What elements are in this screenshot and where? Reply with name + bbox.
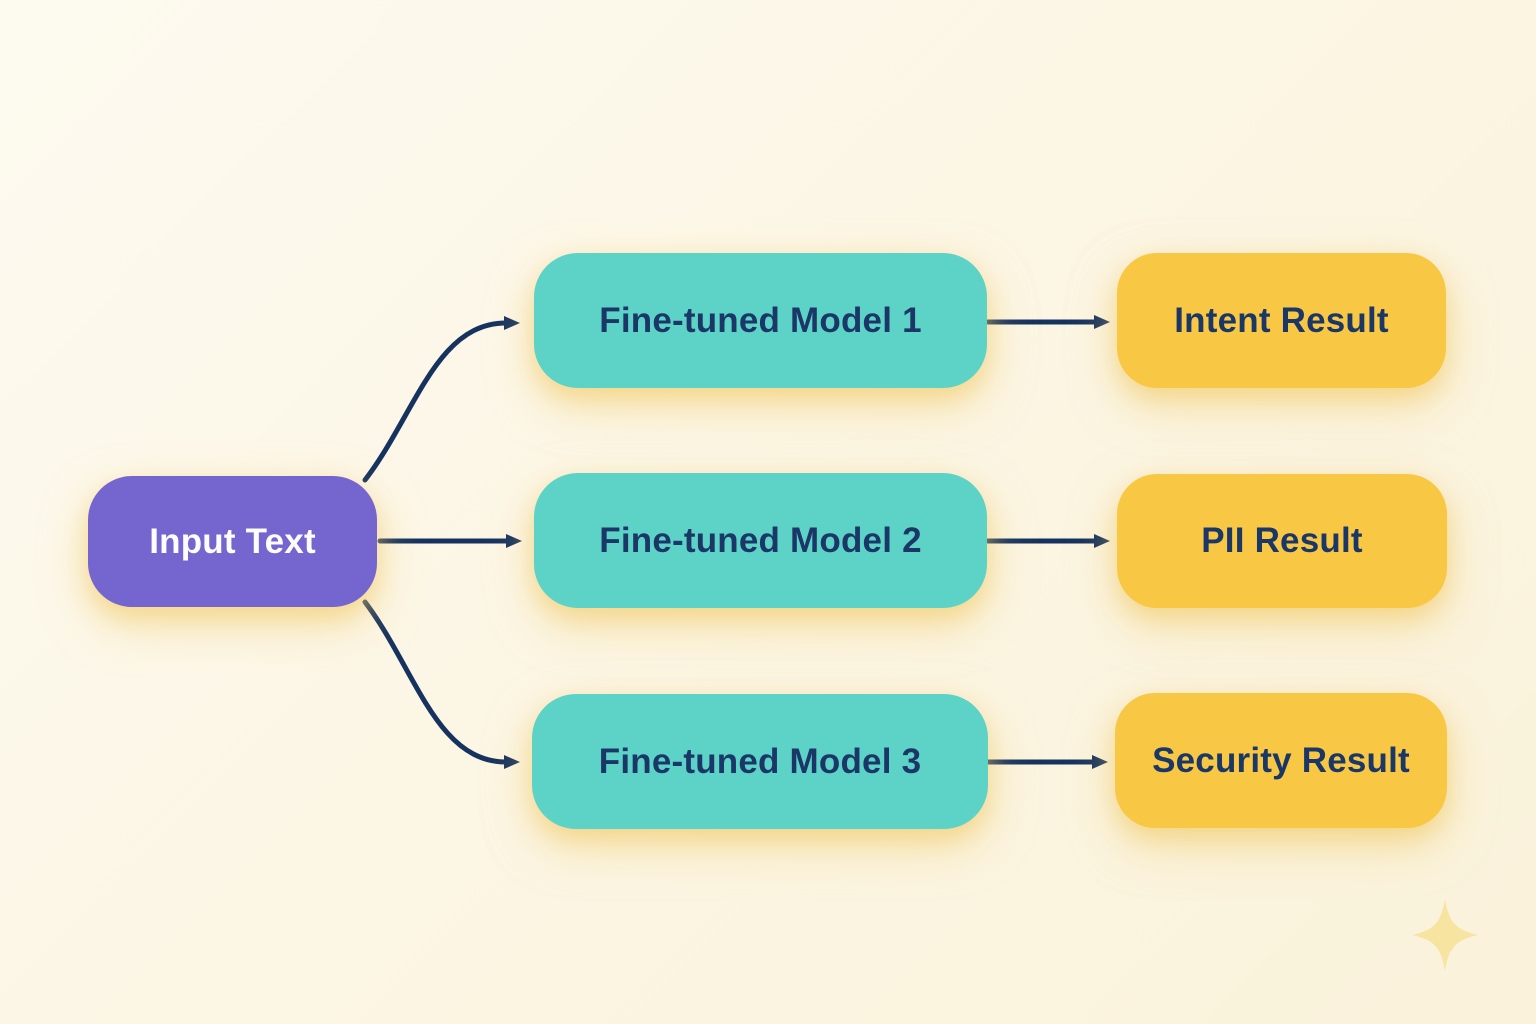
node-input-text: Input Text — [88, 476, 377, 607]
node-pii-result: PII Result — [1117, 474, 1447, 608]
node-label-security-result: Security Result — [1152, 740, 1410, 780]
node-fine-tuned-model-3: Fine-tuned Model 3 — [532, 694, 988, 829]
node-label-intent-result: Intent Result — [1174, 300, 1389, 340]
node-label-fine-tuned-model-3: Fine-tuned Model 3 — [598, 741, 922, 781]
edge-input-to-model1 — [362, 316, 520, 483]
node-security-result: Security Result — [1115, 693, 1447, 828]
node-intent-result: Intent Result — [1117, 253, 1446, 388]
sparkle-icon — [1412, 899, 1478, 971]
node-fine-tuned-model-2: Fine-tuned Model 2 — [534, 473, 987, 608]
node-label-fine-tuned-model-1: Fine-tuned Model 1 — [599, 300, 922, 340]
node-fine-tuned-model-1: Fine-tuned Model 1 — [534, 253, 987, 388]
edge-input-to-model3 — [362, 599, 520, 769]
node-label-fine-tuned-model-2: Fine-tuned Model 2 — [599, 520, 922, 560]
node-label-pii-result: PII Result — [1201, 521, 1363, 560]
node-label-input-text: Input Text — [149, 521, 316, 561]
